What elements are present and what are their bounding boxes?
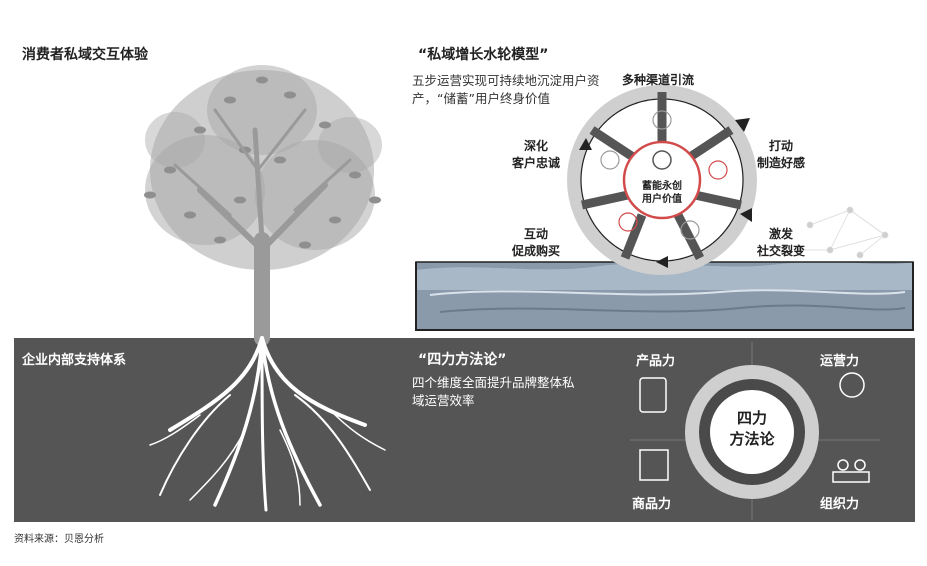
- step-viral: 激发 社交裂变: [757, 226, 805, 260]
- step-channels-line1: 多种渠道引流: [622, 73, 695, 87]
- four-forces-title: “四力方法论”: [418, 352, 507, 368]
- step-interact-line2: 促成购买: [512, 244, 561, 258]
- waterwheel: [567, 85, 757, 275]
- step-viral-line1: 激发: [769, 227, 794, 241]
- four-forces-center-label: 四力 方法论: [712, 408, 792, 450]
- step-impress: 打动 制造好感: [757, 138, 805, 172]
- dim-organization: 组织力: [820, 497, 860, 512]
- wheel-center-label: 蓄能永创 用户价值: [632, 180, 692, 206]
- wheel-model-description: 五步运营实现可持续地沉淀用户资产，“储蓄”用户终身价值: [412, 73, 600, 106]
- step-channels: 多种渠道引流: [622, 72, 694, 89]
- tree-trunk: [173, 108, 352, 346]
- step-loyalty-line1: 深化: [524, 139, 549, 153]
- tree-leaves: [144, 76, 381, 249]
- tree-canopy: [145, 65, 382, 270]
- network-graphic: [796, 206, 889, 259]
- step-impress-line2: 制造好感: [757, 156, 806, 170]
- dim-operation: 运营力: [820, 354, 860, 369]
- dim-product: 产品力: [636, 354, 676, 369]
- step-viral-line2: 社交裂变: [757, 244, 806, 258]
- step-loyalty-line2: 客户忠诚: [512, 156, 561, 170]
- consumer-experience-title: 消费者私域交互体验: [22, 47, 148, 63]
- step-impress-line1: 打动: [769, 139, 794, 153]
- four-forces-center-line2: 方法论: [729, 430, 775, 448]
- four-forces-description: 四个维度全面提升品牌整体私域运营效率: [412, 375, 575, 408]
- four-forces-graphic: [630, 342, 880, 520]
- dim-goods: 商品力: [632, 497, 672, 512]
- wheel-model-title: “私域增长水轮模型”: [418, 47, 549, 63]
- wheel-center-line2: 用户价值: [642, 194, 682, 205]
- step-loyalty: 深化 客户忠诚: [512, 138, 560, 172]
- step-interact: 互动 促成购买: [512, 226, 560, 260]
- tree-roots: [149, 336, 386, 512]
- wheel-center-line1: 蓄能永创: [642, 181, 682, 192]
- four-forces-center-line1: 四力: [736, 409, 767, 427]
- step-interact-line1: 互动: [524, 227, 549, 241]
- source-note: 资料来源：贝恩分析: [14, 534, 104, 545]
- support-system-title: 企业内部支持体系: [22, 353, 127, 368]
